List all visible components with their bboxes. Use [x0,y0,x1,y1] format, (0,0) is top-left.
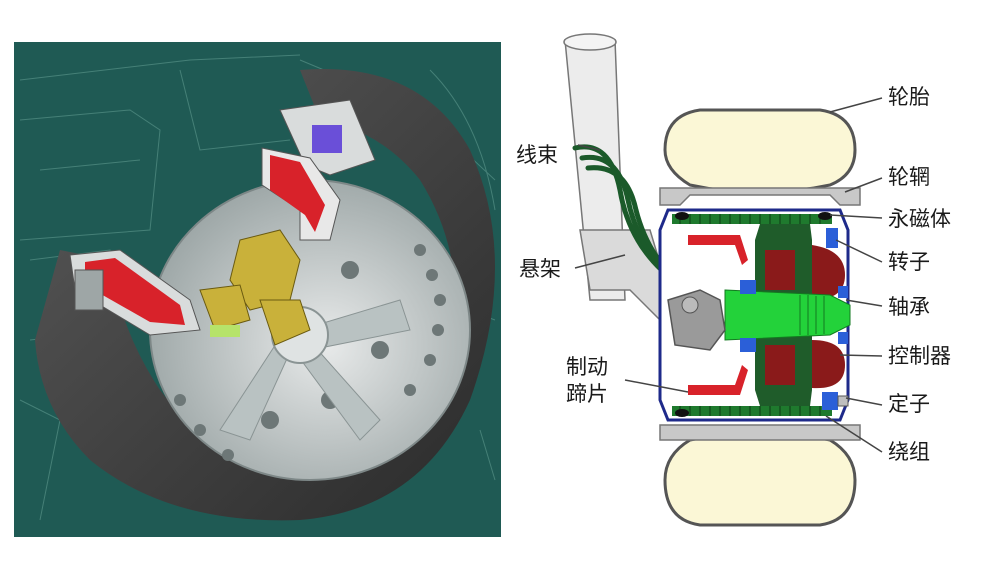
brake-shoes [688,235,748,395]
cutaway-motor-lower [69,249,201,336]
label-bearing: 轴承 [888,295,930,319]
label-rim: 轮辋 [888,165,930,189]
bearing-right-top [838,286,848,298]
magnet-top-right [818,212,832,220]
bearing-top [740,280,756,294]
magnet-bottom [675,409,689,417]
knuckle-bolt [667,289,726,351]
label-brake-line1: 制动 [566,355,608,379]
label-rotor: 转子 [888,250,930,274]
winding-top [672,214,832,224]
leader-lines [574,97,883,453]
wheel-holes [174,244,446,461]
stator-bolt-head [837,395,849,407]
stator-bolt [822,392,838,410]
cutaway-motor-upper [261,99,376,241]
rotor-bracket [826,228,838,248]
bearing-right-bottom [838,332,848,344]
bearing-bottom [740,338,756,352]
rim [659,187,861,441]
shaft [724,289,851,341]
label-brake-shoe: 制动 蹄片 [566,354,608,409]
magnet-top [675,212,689,220]
winding-ticks [679,214,821,416]
cutaway-tire [35,69,495,521]
tire-upper [663,108,857,194]
cutaway-bearing-parts [199,229,311,346]
controller-bottom [812,340,845,389]
label-harness: 线束 [516,143,558,167]
tire-lower [663,431,857,527]
cutaway-shaft [210,325,240,337]
label-controller: 控制器 [888,344,951,368]
controller-left-bottom [765,345,795,385]
label-magnet: 永磁体 [888,207,951,231]
label-brake-line2: 蹄片 [566,382,608,407]
winding-bottom [672,406,832,416]
label-tire: 轮胎 [888,85,930,109]
controller-left-top [765,250,795,290]
label-winding: 绕组 [888,440,930,464]
controller-top [812,245,845,300]
shaft-grooves [799,295,825,335]
label-suspension: 悬架 [519,257,561,281]
label-stator: 定子 [888,392,930,416]
